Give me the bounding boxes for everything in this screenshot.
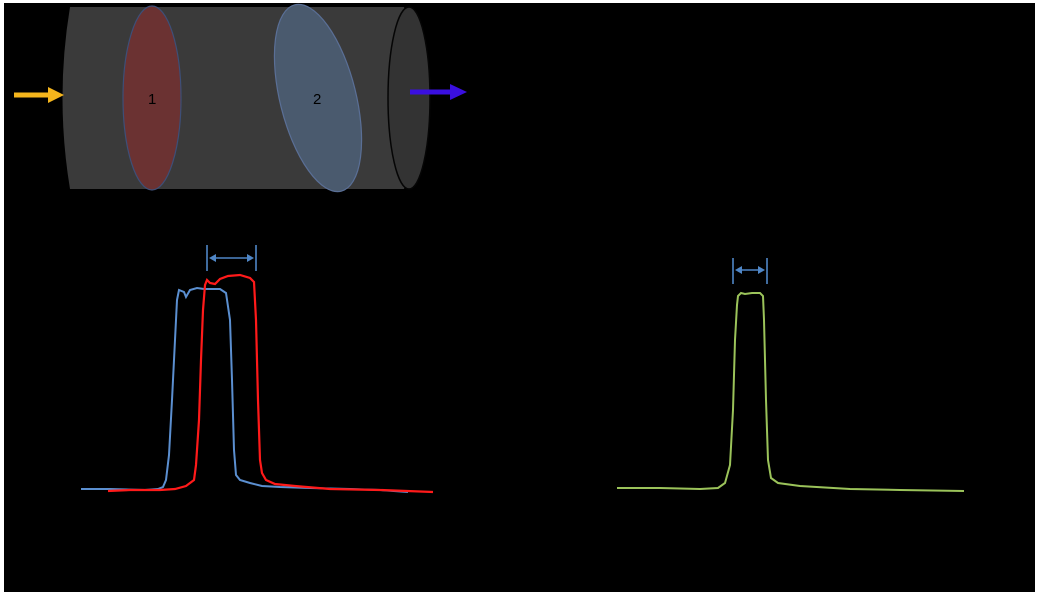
width-marker-right [732,258,768,284]
input-arrow [14,87,64,103]
left-spectrum-plot [81,245,434,494]
width-marker-left [206,245,257,271]
blue-trace [81,286,409,493]
right-spectrum-plot [617,258,965,492]
filter-cylinder: 1 2 [62,3,431,193]
filter-disk-1 [122,5,182,191]
red-trace [107,273,434,494]
cylinder-body [62,7,418,189]
green-trace [617,291,965,492]
disk-1-label: 1 [148,91,156,108]
disk-2-label: 2 [313,91,321,108]
filter-disk-2 [273,3,363,193]
cylinder-end-cap [387,6,431,190]
output-arrow [410,84,467,100]
